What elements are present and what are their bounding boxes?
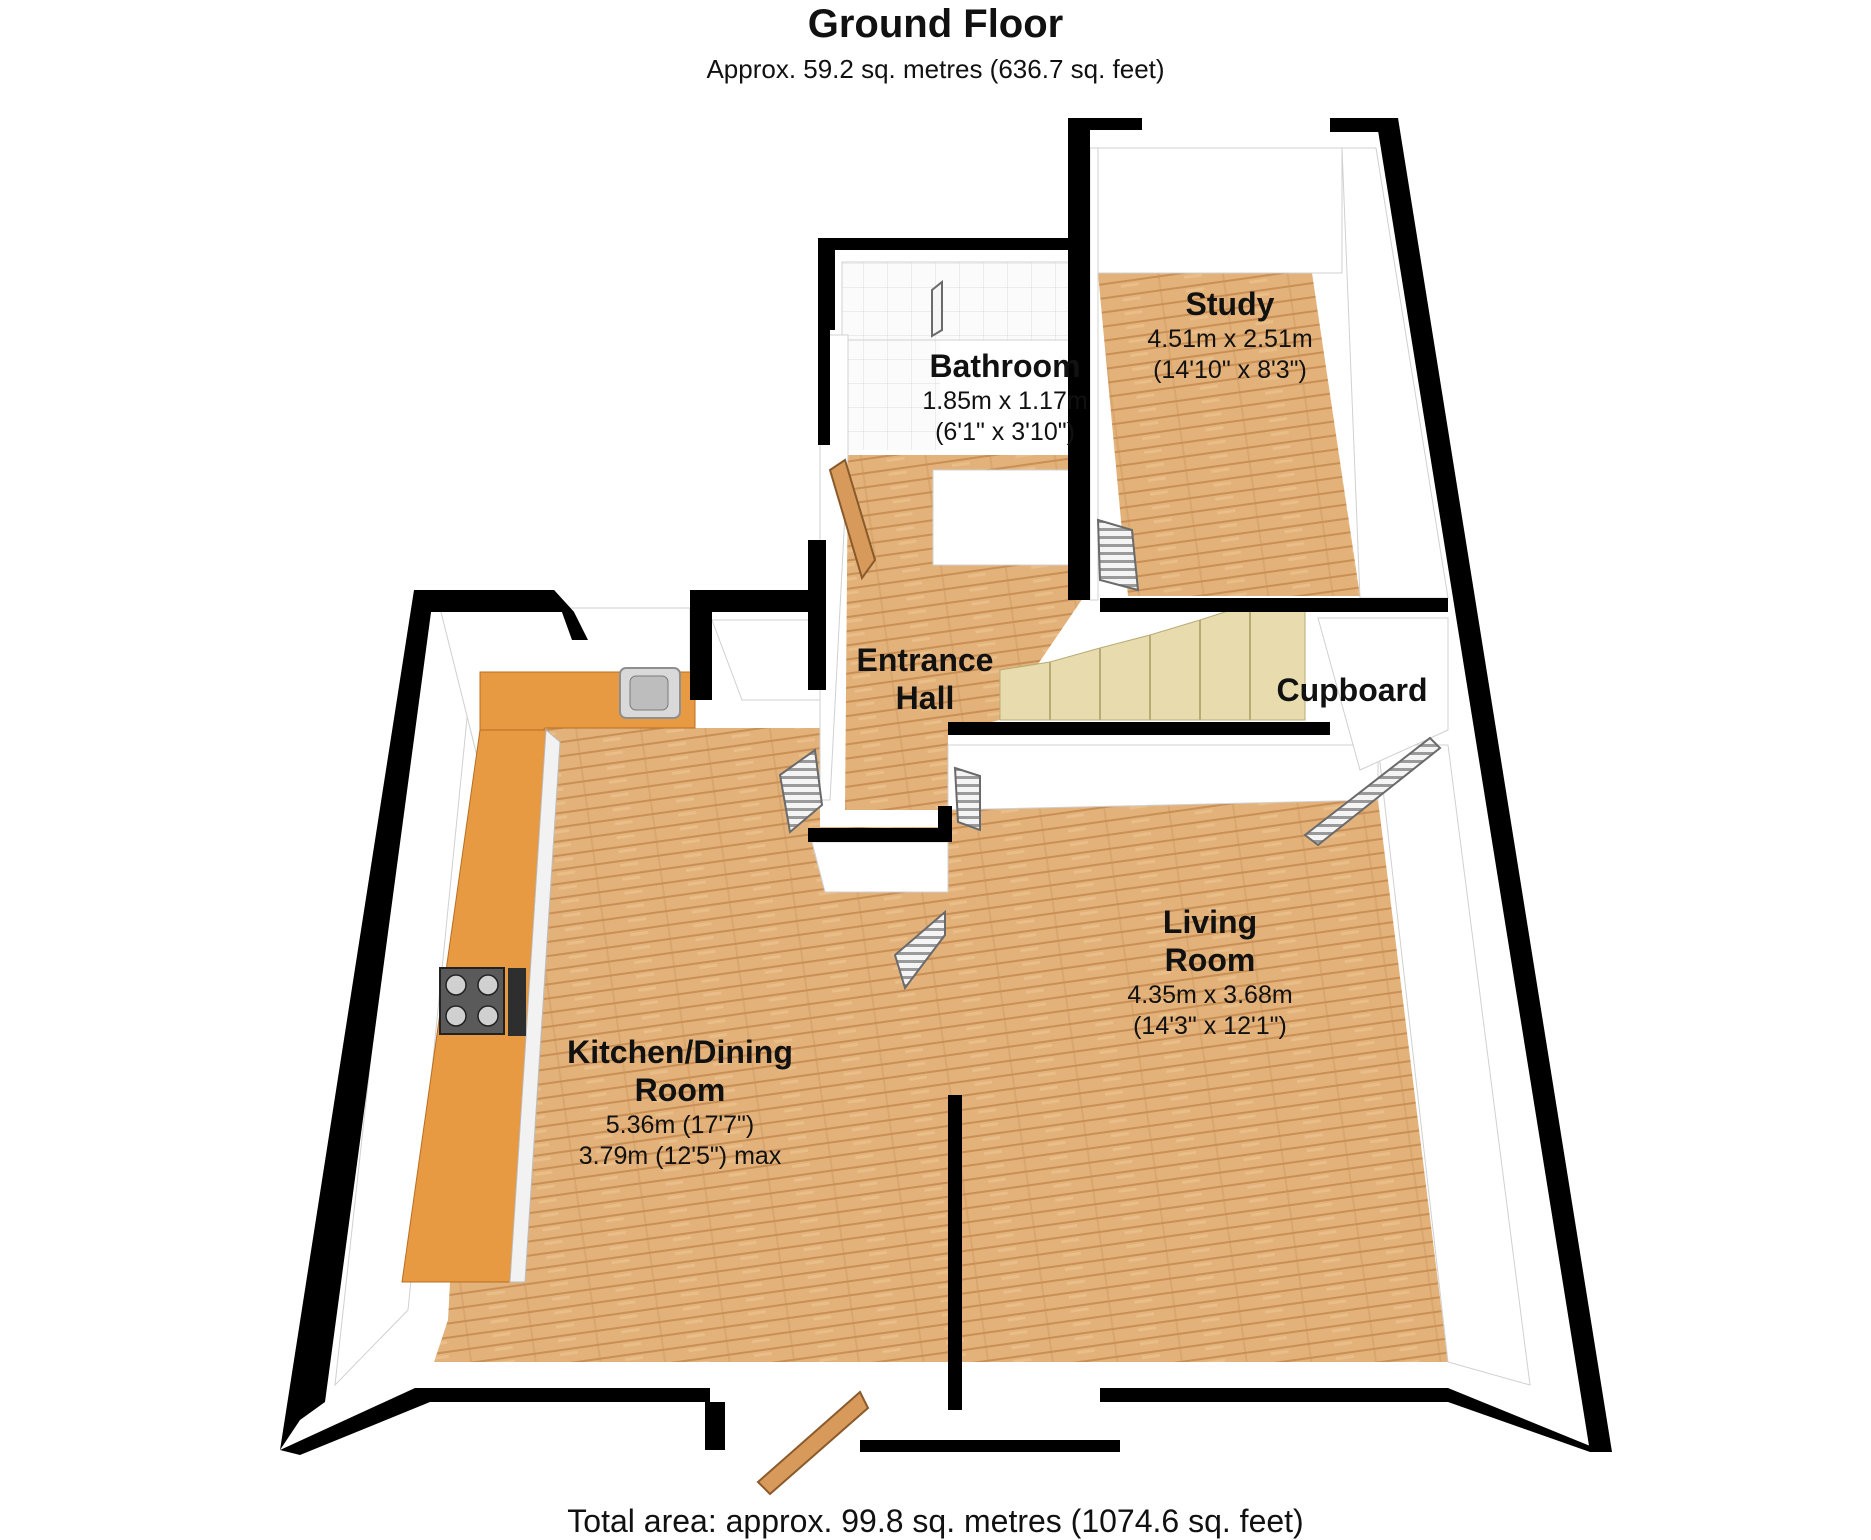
study-name: Study <box>1185 286 1275 322</box>
kitchen-living-door-icon <box>893 909 946 991</box>
back-door-icon <box>756 1390 870 1496</box>
front-door-icon <box>828 458 877 581</box>
study-dims-imperial: (14'10" x 8'3") <box>1153 356 1307 384</box>
kitchen-dims-width: 3.79m (12'5") max <box>578 1141 782 1170</box>
entrance-hall-name-line2: Hall <box>895 679 955 716</box>
sink-bowl <box>629 675 669 711</box>
page-title: Ground Floor <box>807 2 1064 46</box>
cupboard-name: Cupboard <box>1276 672 1428 708</box>
living-room-name-line2: Room <box>1164 941 1256 978</box>
bathroom-label: Bathroom 1.85m x 1.17m (6'1" x 3'10") <box>905 348 1105 448</box>
living-room-floor <box>948 800 1448 1362</box>
kitchen-dining-label: Kitchen/Dining Room 5.36m (17'7") 3.79m … <box>540 1034 820 1172</box>
cupboard-door-icon <box>1303 736 1442 847</box>
cupboard-label: Cupboard <box>1262 672 1442 710</box>
kitchen-name-line1: Kitchen/Dining <box>567 1034 793 1070</box>
kitchen-dims-length: 5.36m (17'7") <box>605 1110 755 1139</box>
bathroom-name: Bathroom <box>929 348 1081 384</box>
bathroom-door-icon <box>931 279 943 338</box>
area-subtitle: Approx. 59.2 sq. metres (636.7 sq. feet) <box>706 54 1165 84</box>
hall-kitchen-door-icon <box>778 748 824 834</box>
study-floor <box>1098 273 1360 596</box>
staircase <box>999 599 1306 721</box>
kitchen-units <box>401 667 696 1283</box>
kitchen-name-line2: Room <box>634 1071 726 1108</box>
study-label: Study 4.51m x 2.51m (14'10" x 8'3") <box>1120 286 1340 386</box>
study-door-icon <box>1096 518 1140 592</box>
study-dims-metric: 4.51m x 2.51m <box>1147 324 1313 353</box>
total-area: Total area: approx. 99.8 sq. metres (107… <box>567 1503 1304 1539</box>
living-room-dims-metric: 4.35m x 3.68m <box>1127 980 1293 1009</box>
hall-living-door-icon <box>953 766 981 832</box>
kitchen-floor <box>434 728 948 1362</box>
floors <box>434 262 1448 1362</box>
living-room-name-line1: Living <box>1162 904 1258 940</box>
living-room-dims-imperial: (14'3" x 12'1") <box>1133 1011 1287 1040</box>
entrance-hall-name-line1: Entrance <box>856 642 994 678</box>
kitchen-cabinet-fronts <box>509 728 561 1283</box>
doors <box>756 279 1442 1496</box>
walls <box>280 118 1612 1455</box>
living-room-label: Living Room 4.35m x 3.68m (14'3" x 12'1"… <box>1100 904 1320 1042</box>
bathroom-dims-metric: 1.85m x 1.17m <box>922 386 1088 415</box>
entrance-hall-label: Entrance Hall <box>840 642 1010 718</box>
bathroom-dims-imperial: (6'1" x 3'10") <box>935 418 1075 446</box>
